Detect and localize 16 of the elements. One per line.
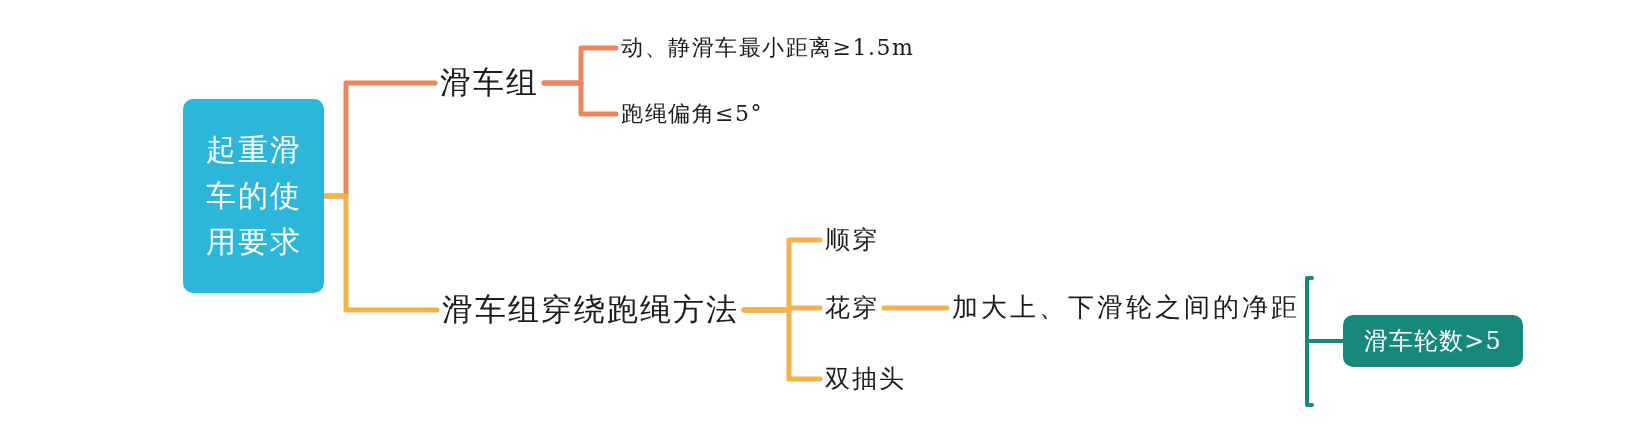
topic-text: 动、静滑车最小距离≥1.5m xyxy=(616,34,920,62)
topic-text: 双抽头 xyxy=(820,364,911,394)
summary-topic-box xyxy=(1343,315,1523,367)
connector-line xyxy=(881,305,950,311)
central-topic-box xyxy=(183,99,324,293)
topic-text: 加大上、下滑轮之间的净距 xyxy=(947,292,1305,324)
topic-text: 起重滑车的使用要求 xyxy=(204,131,303,261)
topic-text: 花穿 xyxy=(820,293,884,323)
topic-text: 滑车轮数>5 xyxy=(1364,326,1502,356)
connector-line xyxy=(541,80,619,117)
topic-text: 滑车组穿绕跑绳方法 xyxy=(437,291,744,329)
topic-text: 顺穿 xyxy=(820,225,884,255)
summary-bracket xyxy=(1305,276,1345,407)
topic-text: 滑车组 xyxy=(435,64,544,102)
topic-text: 跑绳偏角≤5° xyxy=(616,100,768,128)
connector-line xyxy=(741,307,823,382)
